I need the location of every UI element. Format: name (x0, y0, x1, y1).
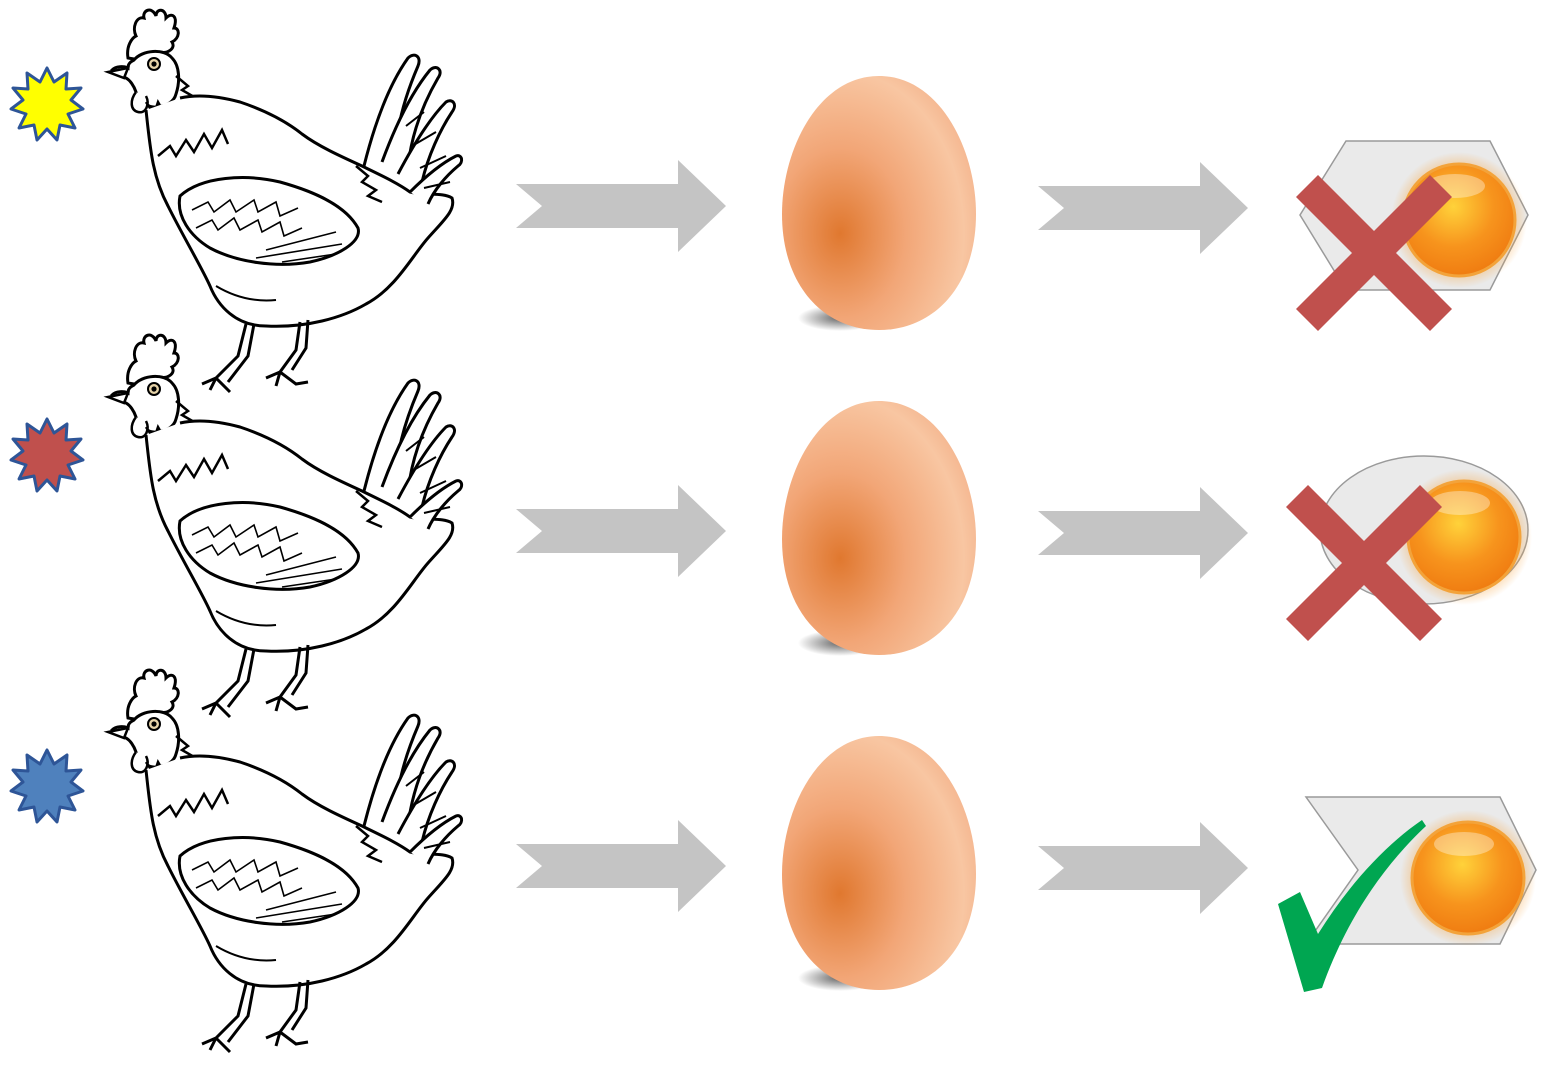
diagram-row (9, 333, 1532, 719)
yolk-highlight (1434, 832, 1494, 856)
yolk-icon (1410, 820, 1526, 936)
arrow-icon (1038, 487, 1248, 579)
diagram-row (9, 8, 1529, 394)
marker-starburst-icon (9, 66, 85, 142)
hen-icon (106, 333, 464, 719)
rows-layer (9, 8, 1537, 1054)
marker-starburst-icon (9, 417, 85, 493)
arrow-icon (516, 485, 726, 577)
diagram-row (9, 668, 1537, 1054)
yolk-highlight (1430, 491, 1490, 515)
hen-icon (106, 668, 464, 1054)
marker-starburst-icon (9, 748, 85, 824)
arrow-icon (1038, 162, 1248, 254)
green-check-icon (1278, 820, 1426, 992)
egg-icon (782, 401, 976, 655)
arrow-icon (516, 820, 726, 912)
egg-icon (782, 76, 976, 330)
arrow-icon (1038, 822, 1248, 914)
egg-icon (782, 736, 976, 990)
arrow-icon (516, 160, 726, 252)
